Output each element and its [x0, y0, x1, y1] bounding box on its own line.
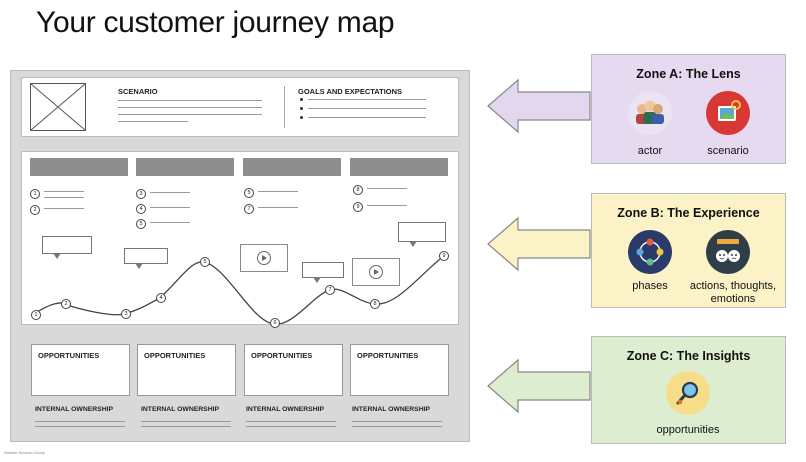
- ownership-label: INTERNAL OWNERSHIP: [35, 406, 114, 413]
- actions-caption: actions, thoughts, emotions: [689, 280, 777, 305]
- step-number: 4: [136, 204, 146, 214]
- ownership-label: INTERNAL OWNERSHIP: [141, 406, 220, 413]
- thought-bubble: [124, 248, 168, 269]
- actions-icon: [706, 230, 750, 274]
- opportunities-box: OPPORTUNITIES: [137, 344, 236, 396]
- phase-bar: [243, 158, 341, 176]
- actor-icon: [628, 91, 672, 135]
- thought-bubble: [302, 262, 344, 283]
- goals-label: GOALS AND EXPECTATIONS: [298, 87, 403, 96]
- opportunities-caption: opportunities: [656, 424, 720, 436]
- scenario-caption: scenario: [707, 145, 749, 157]
- step-number: 5: [136, 219, 146, 229]
- step-number: 7: [244, 204, 254, 214]
- play-icon: [257, 251, 271, 265]
- zone-a-title: Zone A: The Lens: [636, 67, 741, 81]
- image-placeholder-icon: [30, 83, 86, 131]
- opportunities-label: OPPORTUNITIES: [357, 351, 419, 360]
- opportunities-label: OPPORTUNITIES: [251, 351, 313, 360]
- curve-point: 4: [156, 293, 166, 303]
- opportunities-icon: [666, 371, 710, 415]
- arrow-zone-c: [487, 358, 591, 414]
- phases-icon: [628, 230, 672, 274]
- curve-point: 8: [370, 299, 380, 309]
- journey-map-template: SCENARIO GOALS AND EXPECTATIONS 1 2 3 4 …: [10, 70, 470, 442]
- experience-panel: 1 2 3 4 5 5 7 8 9 1 2 3 4 5 6: [21, 151, 459, 328]
- thought-bubble: [42, 236, 92, 259]
- step-number: 8: [353, 185, 363, 195]
- zone-b-card: Zone B: The Experience phases actions, t…: [591, 193, 786, 308]
- opportunities-box: OPPORTUNITIES: [244, 344, 343, 396]
- lens-panel: SCENARIO GOALS AND EXPECTATIONS: [21, 77, 459, 137]
- video-placeholder: [352, 258, 400, 286]
- zone-b-title: Zone B: The Experience: [617, 206, 760, 220]
- curve-point: 9: [439, 251, 449, 261]
- curve-point: 5: [200, 257, 210, 267]
- phase-bar: [136, 158, 234, 176]
- persona-image-placeholder: [30, 83, 86, 131]
- zone-c-title: Zone C: The Insights: [626, 349, 751, 363]
- opportunities-label: OPPORTUNITIES: [144, 351, 206, 360]
- phase-bar: [30, 158, 128, 176]
- scenario-label: SCENARIO: [118, 87, 158, 96]
- video-placeholder: [240, 244, 288, 272]
- ownership-label: INTERNAL OWNERSHIP: [246, 406, 325, 413]
- opportunities-box: OPPORTUNITIES: [350, 344, 449, 396]
- step-number: 3: [136, 189, 146, 199]
- ownership-label: INTERNAL OWNERSHIP: [352, 406, 431, 413]
- curve-point: 2: [61, 299, 71, 309]
- arrow-zone-a: [487, 78, 591, 134]
- curve-point: 1: [31, 310, 41, 320]
- zone-c-card: Zone C: The Insights opportunities: [591, 336, 786, 444]
- scenario-icon: [706, 91, 750, 135]
- play-icon: [369, 265, 383, 279]
- opportunities-label: OPPORTUNITIES: [38, 351, 100, 360]
- step-number: 9: [353, 202, 363, 212]
- emotion-curve: [33, 255, 445, 324]
- opportunities-box: OPPORTUNITIES: [31, 344, 130, 396]
- zone-a-card: Zone A: The Lens actor scenario: [591, 54, 786, 164]
- arrow-zone-b: [487, 216, 591, 272]
- actor-caption: actor: [637, 145, 663, 157]
- step-number: 1: [30, 189, 40, 199]
- step-number: 5: [244, 188, 254, 198]
- thought-bubble: [398, 222, 446, 247]
- credit-text: Nielsen Norman Group: [4, 450, 45, 455]
- curve-point: 6: [270, 318, 280, 328]
- page-title: Your customer journey map: [36, 6, 395, 39]
- phase-bar: [350, 158, 448, 176]
- phases-caption: phases: [632, 280, 668, 292]
- step-number: 2: [30, 205, 40, 215]
- curve-point: 3: [121, 309, 131, 319]
- curve-point: 7: [325, 285, 335, 295]
